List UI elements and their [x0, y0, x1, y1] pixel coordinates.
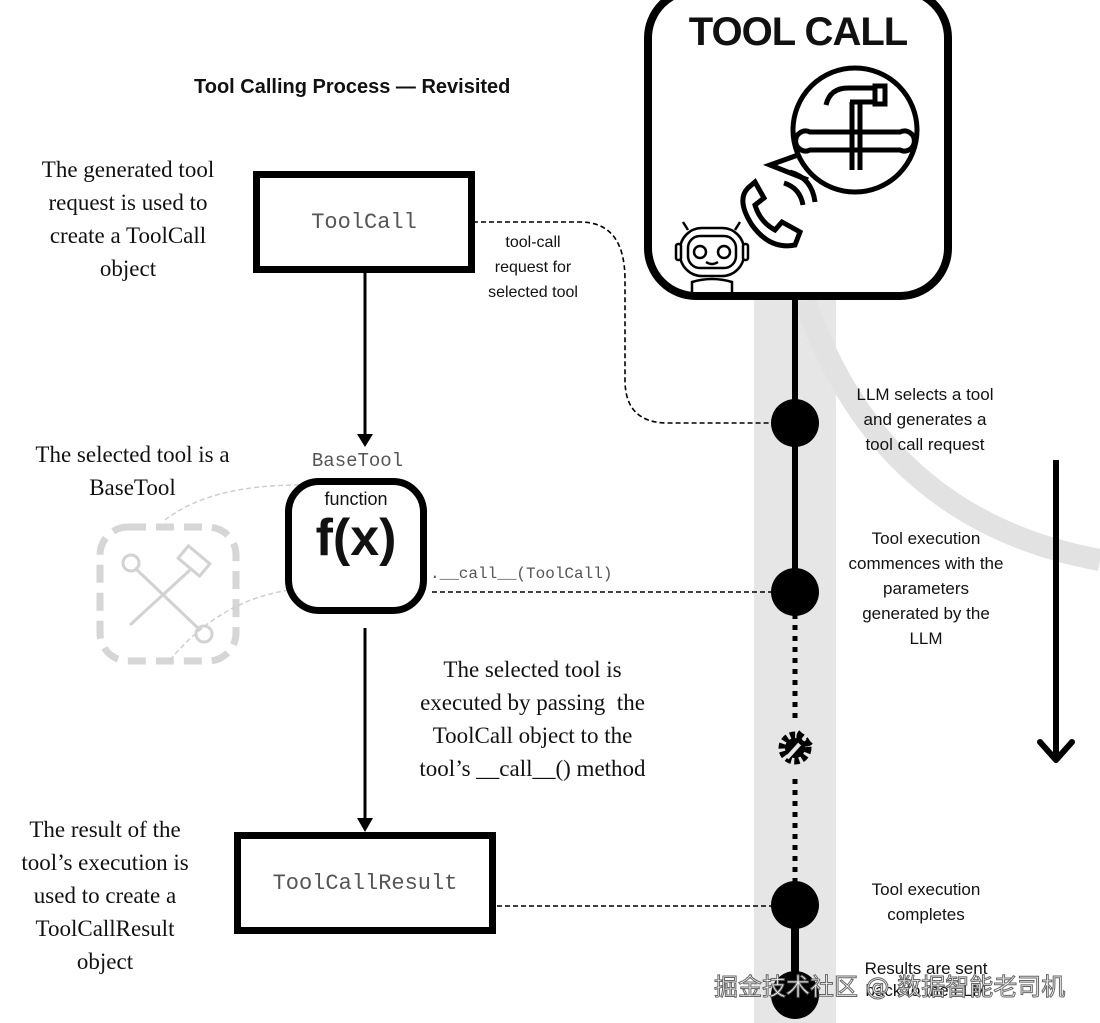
gear-wrench-icon [767, 720, 823, 776]
text-line: Tool execution [871, 529, 981, 548]
timeline-step-return: Results are sent back to the LLM [835, 958, 1017, 1002]
text-line: The generated tool [41, 157, 215, 182]
phone-icon [740, 169, 818, 249]
text-line: parameters [883, 579, 969, 598]
function-glyph-icon: f(x) [315, 509, 397, 567]
diagram-title: Tool Calling Process — Revisited [194, 76, 511, 98]
text-line: The result of the [29, 817, 181, 842]
text-line: create a ToolCall [49, 223, 207, 248]
text-line: The selected tool is [443, 657, 622, 682]
connector-label: tool-call request for selected tool [470, 230, 596, 305]
text-line: ToolCall object to the [432, 723, 633, 748]
toolcall-box: ToolCall [253, 171, 475, 273]
text-line: Tool execution [871, 880, 981, 899]
text-line: generated by the [862, 604, 990, 623]
toolcall-description: The generated tool request is used to cr… [18, 153, 238, 285]
timeline-node-execute [771, 568, 819, 616]
timeline-node-return [771, 971, 819, 1019]
text-line: LLM [909, 629, 943, 648]
text-line: object [99, 256, 157, 281]
function-box: function f(x) [285, 478, 427, 614]
toolcall-box-label: ToolCall [311, 209, 417, 235]
text-line: The selected tool is a [35, 442, 230, 467]
timeline-step-select: LLM selects a tool and generates a tool … [835, 382, 1015, 457]
faded-hammer-wrench-icon [121, 543, 214, 644]
watermark: 掘金技术社区 @ 数据智能老司机 [713, 973, 1066, 1002]
faded-connector [169, 589, 291, 661]
text-line: used to create a [33, 883, 177, 908]
text-line: commences with the [848, 554, 1004, 573]
result-description: The result of the tool’s execution is us… [5, 813, 205, 978]
flow-arrowhead [357, 434, 373, 447]
toolcallresult-box: ToolCallResult [234, 832, 496, 934]
timeline-step-complete: Tool execution completes [835, 877, 1017, 927]
text-line: back to the LLM [865, 981, 987, 1000]
text-line: tool’s __call__() method [419, 756, 646, 781]
toolcall-connector [473, 221, 771, 424]
text-line: executed by passing the [420, 690, 645, 715]
text-line: tool’s execution is [21, 850, 189, 875]
text-line: ToolCallResult [35, 916, 175, 941]
text-line: request for [494, 259, 572, 276]
direction-arrowhead [1037, 739, 1075, 763]
call-method-label: .__call__(ToolCall) [430, 565, 613, 583]
text-line: Results are sent [864, 959, 988, 978]
tool-call-card-label: TOOL CALL [688, 10, 908, 54]
faded-tool-box [96, 523, 240, 665]
text-line: object [76, 949, 134, 974]
text-line: tool call request [865, 435, 985, 454]
text-line: request is used to [48, 190, 208, 215]
toolcallresult-box-label: ToolCallResult [272, 870, 458, 896]
text-line: completes [887, 905, 965, 924]
basetool-description: The selected tool is a BaseTool [10, 438, 255, 504]
robot-icon [674, 221, 750, 292]
hammer-wrench-icon [793, 83, 917, 170]
text-line: and generates a [863, 410, 987, 429]
timeline-node-select [771, 399, 819, 447]
text-line: LLM selects a tool [856, 385, 994, 404]
text-line: selected tool [488, 284, 578, 301]
timeline-node-complete [771, 881, 819, 929]
faded-connector [164, 484, 301, 521]
text-line: tool-call [505, 234, 561, 251]
decorative-arc [794, 296, 1100, 571]
execute-description: The selected tool is executed by passing… [395, 653, 670, 785]
text-line: BaseTool [89, 475, 176, 500]
flow-arrowhead [357, 818, 373, 832]
basetool-label: BaseTool [311, 450, 404, 472]
function-label: function [324, 489, 388, 509]
timeline-step-execute: Tool execution commences with the parame… [832, 526, 1020, 651]
